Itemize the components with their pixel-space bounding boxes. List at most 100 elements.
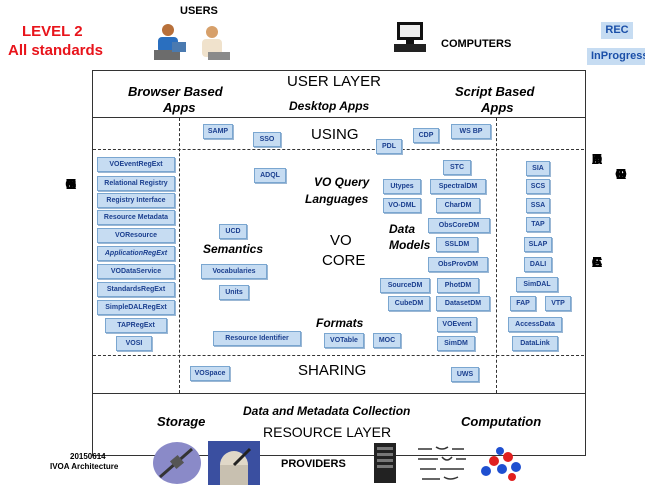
chip-sso: SSO: [253, 132, 281, 147]
chip-sourcedm: SourceDM: [380, 278, 430, 293]
user-layer-divider: [92, 117, 585, 118]
molecule-icon: [478, 441, 524, 490]
chip-obscoredm: ObsCoreDM: [428, 218, 490, 233]
chip-accessdata: AccessData: [508, 317, 562, 332]
protocols-letter: T: [616, 166, 626, 183]
data-models-label-1: Data: [389, 222, 416, 236]
registry-column-divider: [179, 118, 180, 393]
chip-pdl: PDL: [376, 139, 402, 154]
formats-label: Formats: [316, 316, 364, 330]
access-letter: S: [591, 254, 602, 271]
access-letter: S: [591, 254, 602, 271]
data-letter: D: [591, 151, 603, 168]
chip-vtp: VTP: [545, 296, 571, 311]
observatory-icon: [208, 441, 260, 490]
resource-layer-title: RESOURCE LAYER: [263, 424, 392, 440]
chip-votable: VOTable: [324, 333, 364, 348]
sharing-title: SHARING: [298, 362, 367, 379]
users-icon: [152, 22, 234, 71]
registry-letter: E: [65, 176, 76, 193]
chip-vocabularies: Vocabularies: [201, 264, 267, 279]
chip-slap: SLAP: [524, 237, 552, 252]
access-letter: C: [591, 254, 603, 271]
equations-icon: [414, 441, 470, 490]
protocols-letter: R: [615, 166, 627, 183]
chip-ws-bp: WS BP: [451, 124, 491, 139]
chip-cubedm: CubeDM: [388, 296, 430, 311]
computation-label: Computation: [461, 414, 542, 429]
access-letter: E: [591, 254, 602, 271]
chip-applicationregext: ApplicationRegExt: [97, 246, 175, 261]
all-standards-label: All standards: [8, 42, 104, 59]
registry-letter: Y: [65, 176, 76, 193]
in-progress-badge: InProgress: [587, 48, 645, 65]
script-apps-label-1: Script Based: [455, 84, 535, 99]
browser-apps-label-2: Apps: [163, 100, 196, 115]
footer-date: 20150614: [70, 452, 106, 461]
data-collection-label: Data and Metadata Collection: [243, 404, 411, 418]
desktop-apps-label: Desktop Apps: [289, 99, 370, 113]
chip-tapregext: TAPRegExt: [105, 318, 167, 333]
vo-core-label-2: CORE: [322, 252, 366, 269]
chip-photdm: PhotDM: [437, 278, 479, 293]
access-letter: A: [591, 254, 603, 271]
satellite-icon: [152, 441, 202, 490]
sharing-divider: [93, 355, 584, 356]
data-models-label-2: Models: [389, 238, 431, 252]
using-divider: [93, 149, 584, 150]
user-layer-title: USER LAYER: [287, 73, 381, 90]
chip-uws: UWS: [451, 367, 479, 382]
vo-core-label-1: VO: [330, 232, 352, 249]
protocols-letter: P: [615, 166, 626, 183]
registry-letter: S: [65, 176, 76, 193]
chip-simdal: SimDAL: [516, 277, 558, 292]
using-title: USING: [311, 126, 359, 143]
chip-fap: FAP: [510, 296, 536, 311]
users-label: USERS: [180, 5, 218, 17]
rec-badge: REC: [601, 22, 633, 39]
chip-resource-identifier: Resource Identifier: [213, 331, 301, 346]
chip-standardsregext: StandardsRegExt: [97, 282, 175, 297]
chip-vo-dml: VO-DML: [383, 198, 421, 213]
chip-simdm: SimDM: [437, 336, 475, 351]
chip-datalink: DataLink: [512, 336, 558, 351]
computer-icon: [392, 20, 428, 59]
chip-datasetdm: DatasetDM: [436, 296, 490, 311]
chip-obsprovdm: ObsProvDM: [428, 257, 488, 272]
chip-spectraldm: SpectralDM: [430, 179, 486, 194]
chip-ucd: UCD: [219, 224, 247, 239]
chip-sia: SIA: [526, 161, 550, 176]
semantics-label: Semantics: [203, 242, 264, 256]
chip-registry-interface: Registry Interface: [97, 193, 175, 208]
chip-samp: SAMP: [203, 124, 233, 139]
chip-cdp: CDP: [413, 128, 439, 143]
browser-apps-label-1: Browser Based: [128, 84, 223, 99]
chip-moc: MOC: [373, 333, 401, 348]
chip-simpledalregext: SimpleDALRegExt: [97, 300, 175, 315]
providers-label: PROVIDERS: [281, 458, 346, 470]
protocols-letter: O: [615, 166, 627, 183]
protocols-letter: O: [615, 166, 627, 183]
footer-architecture: IVOA Architecture: [50, 462, 119, 471]
chip-voeventregext: VOEventRegExt: [97, 157, 175, 172]
chip-dali: DALI: [524, 257, 552, 272]
chip-vosi: VOSI: [116, 336, 152, 351]
registry-letter: T: [66, 176, 76, 193]
chip-utypes: Utypes: [383, 179, 421, 194]
data-letter: A: [591, 151, 603, 168]
level-label: LEVEL 2: [22, 23, 83, 40]
chip-vospace: VOSpace: [190, 366, 230, 381]
registry-letter: R: [65, 176, 77, 193]
computers-label: COMPUTERS: [441, 38, 512, 50]
chip-adql: ADQL: [254, 168, 286, 183]
chip-voevent: VOEvent: [437, 317, 477, 332]
data-letter: T: [592, 151, 602, 168]
protocols-letter: L: [616, 166, 626, 183]
protocols-letter: C: [615, 166, 627, 183]
resource-layer-divider: [92, 393, 585, 394]
chip-voresource: VOResource: [97, 228, 175, 243]
script-apps-label-2: Apps: [481, 100, 514, 115]
protocols-letter: S: [615, 166, 626, 183]
chip-scs: SCS: [526, 179, 550, 194]
vo-query-label-2: Languages: [305, 192, 369, 206]
